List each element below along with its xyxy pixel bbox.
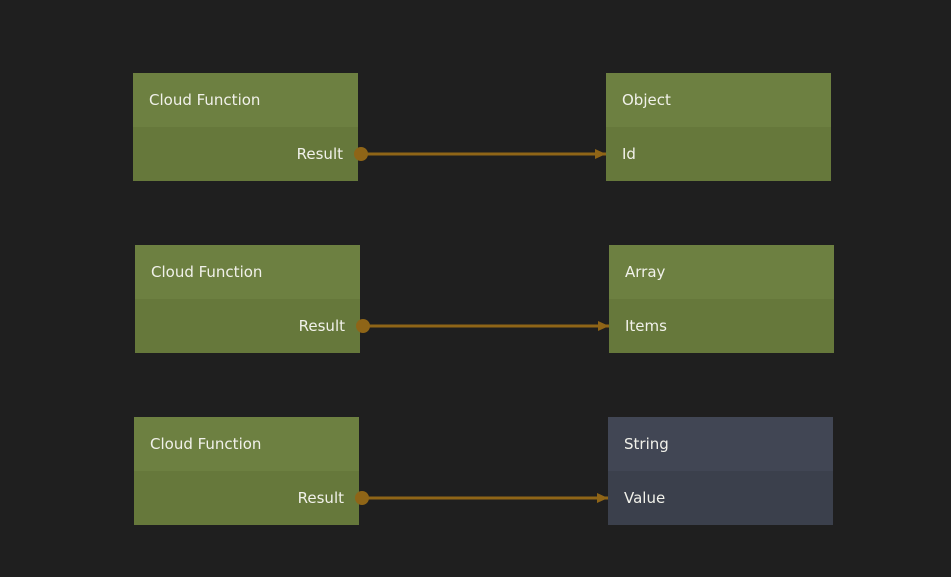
output-port-dot[interactable]: [354, 147, 368, 161]
port-label: Value: [624, 489, 666, 507]
node-cloud-function-1[interactable]: Cloud Function Result: [133, 73, 368, 181]
output-port-dot[interactable]: [355, 491, 369, 505]
input-port-id: Id: [606, 127, 831, 181]
node-title[interactable]: Array: [609, 245, 834, 299]
node-object[interactable]: Object Id: [606, 73, 831, 181]
port-label: Result: [298, 317, 345, 335]
output-port-result: Result: [135, 299, 370, 353]
port-label: Result: [297, 489, 344, 507]
node-title[interactable]: Object: [606, 73, 831, 127]
input-port-value: Value: [608, 471, 833, 525]
node-title[interactable]: Cloud Function: [134, 417, 359, 471]
node-array[interactable]: Array Items: [609, 245, 834, 353]
output-port-result: Result: [134, 471, 369, 525]
port-label: Items: [625, 317, 667, 335]
output-port-result: Result: [133, 127, 368, 181]
input-port-items: Items: [609, 299, 834, 353]
node-cloud-function-2[interactable]: Cloud Function Result: [135, 245, 370, 353]
node-string[interactable]: String Value: [608, 417, 833, 525]
port-label: Result: [296, 145, 343, 163]
output-port-dot[interactable]: [356, 319, 370, 333]
node-cloud-function-3[interactable]: Cloud Function Result: [134, 417, 369, 525]
node-title[interactable]: String: [608, 417, 833, 471]
node-title[interactable]: Cloud Function: [133, 73, 358, 127]
node-title[interactable]: Cloud Function: [135, 245, 360, 299]
port-label: Id: [622, 145, 636, 163]
